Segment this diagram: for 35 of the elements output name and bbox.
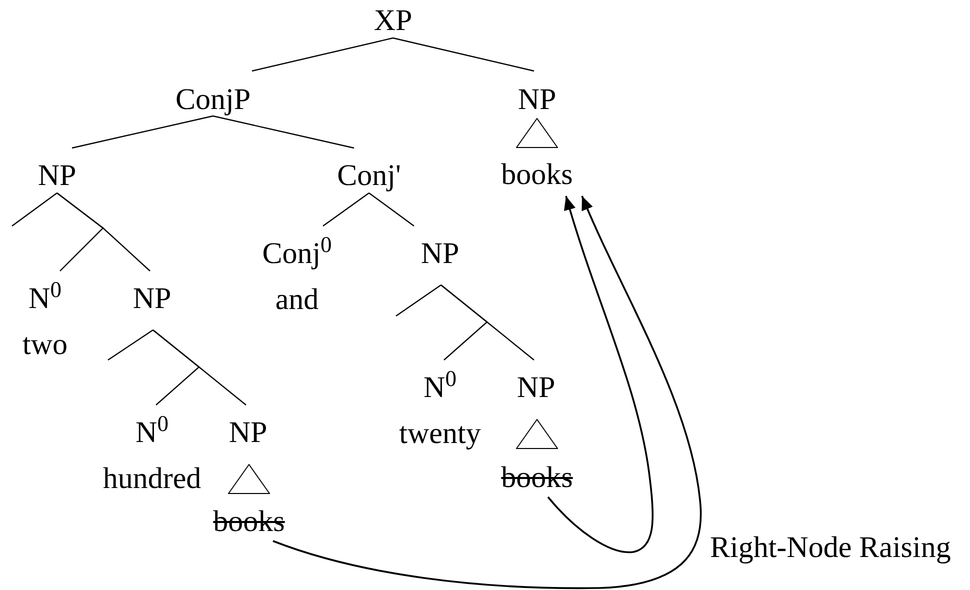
terminal-word: and [275,283,319,317]
node-label: Conj$^{0}$ [262,237,332,271]
tree-branch [322,192,370,226]
node-label: NP [514,360,558,407]
node-label: Conj' [335,148,403,193]
tree-branch [396,284,442,316]
node-label: NP [418,226,462,285]
node-label: N$^{0}$ [136,416,168,450]
tree-branch [152,330,246,406]
tree-branch [72,115,214,149]
struck-word: books [211,505,287,541]
node-label: NP [130,271,174,330]
tree-branch [392,37,534,72]
movement-arrow [547,196,654,553]
annotation-label: Right-Node Raising [710,531,951,565]
terminal-word: twenty [399,417,481,451]
node-label: NP [36,148,78,193]
tree-branch [440,284,534,360]
tree-branch [252,37,394,72]
node-label: N$^{0}$ [424,371,456,405]
struck-word: books [499,461,575,497]
tree-branch [368,192,414,226]
tree-branch [12,192,58,226]
terminal-word: two [22,328,68,362]
node-label: N$^{0}$ [28,282,62,316]
node-label: XP [372,4,414,38]
tree-branch [56,192,150,272]
movement-arrow [272,196,702,589]
node-label: books [499,158,575,194]
tree-branch [108,330,154,360]
node-label: NP [516,71,558,116]
terminal-word: hundred [102,462,202,496]
tree-branch [212,115,354,149]
node-label: NP [226,405,270,452]
node-label: ConjP [173,71,253,116]
